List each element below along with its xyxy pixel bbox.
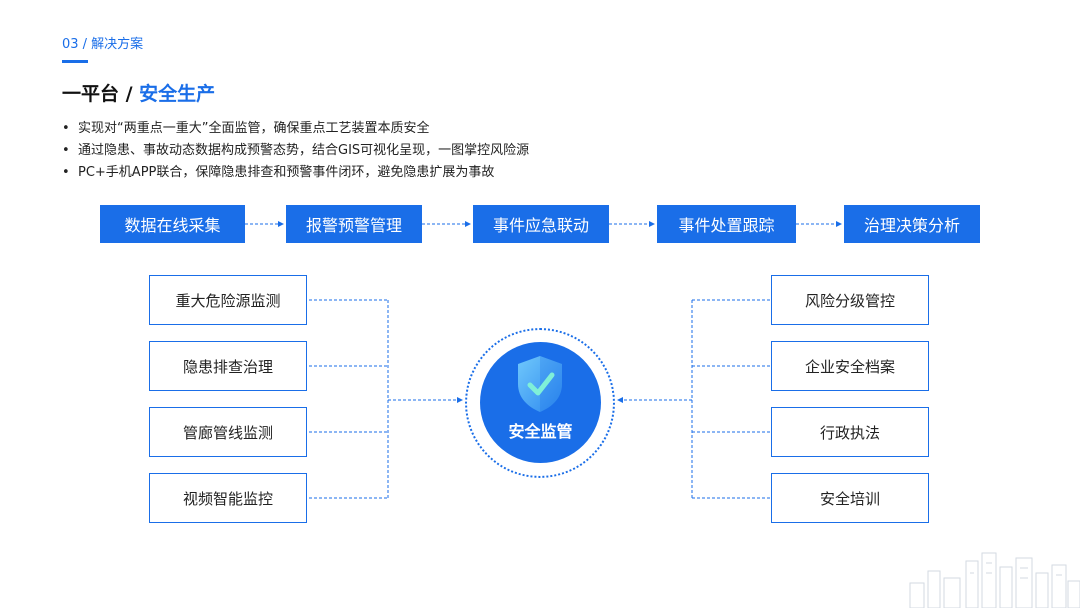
section-label: 03 / 解决方案 xyxy=(62,37,144,52)
module-pipeline-monitoring: 管廊管线监测 xyxy=(149,407,307,457)
module-video-monitoring: 视频智能监控 xyxy=(149,473,307,523)
bullet-text: 实现对“两重点一重大”全面监管，确保重点工艺装置本质安全 xyxy=(78,121,430,136)
flow-step-decision-analysis: 治理决策分析 xyxy=(844,205,980,243)
bullet-item: •PC+手机APP联合，保障隐患排查和预警事件闭环，避免隐患扩展为事故 xyxy=(62,165,495,180)
bullet-item: •通过隐患、事故动态数据构成预警态势，结合GIS可视化呈现，一图掌控风险源 xyxy=(62,143,530,158)
bullet-text: PC+手机APP联合，保障隐患排查和预警事件闭环，避免隐患扩展为事故 xyxy=(78,165,495,180)
bullet-text: 通过隐患、事故动态数据构成预警态势，结合GIS可视化呈现，一图掌控风险源 xyxy=(78,143,530,158)
flow-step-alarm-management: 报警预警管理 xyxy=(286,205,422,243)
flow-step-handling-tracking: 事件处置跟踪 xyxy=(657,205,796,243)
hub-label: 安全监管 xyxy=(508,422,573,441)
flow-step-emergency-linkage: 事件应急联动 xyxy=(473,205,609,243)
module-risk-control: 风险分级管控 xyxy=(771,275,929,325)
page-title: 一平台 / 安全生产 xyxy=(62,79,215,106)
module-safety-archive: 企业安全档案 xyxy=(771,341,929,391)
city-skyline-decoration xyxy=(909,552,1080,608)
flow-step-data-collection: 数据在线采集 xyxy=(100,205,245,243)
section-underline xyxy=(62,60,88,63)
bullet-list: •实现对“两重点一重大”全面监管，确保重点工艺装置本质安全 •通过隐患、事故动态… xyxy=(62,118,529,184)
title-prefix: 一平台 / xyxy=(62,83,140,105)
module-hazard-inspection: 隐患排查治理 xyxy=(149,341,307,391)
module-law-enforcement: 行政执法 xyxy=(771,407,929,457)
module-major-hazard-monitoring: 重大危险源监测 xyxy=(149,275,307,325)
bullet-item: •实现对“两重点一重大”全面监管，确保重点工艺装置本质安全 xyxy=(62,121,430,136)
module-safety-training: 安全培训 xyxy=(771,473,929,523)
title-accent: 安全生产 xyxy=(139,83,216,105)
hub-ring xyxy=(465,328,615,478)
shield-check-icon xyxy=(518,356,562,412)
